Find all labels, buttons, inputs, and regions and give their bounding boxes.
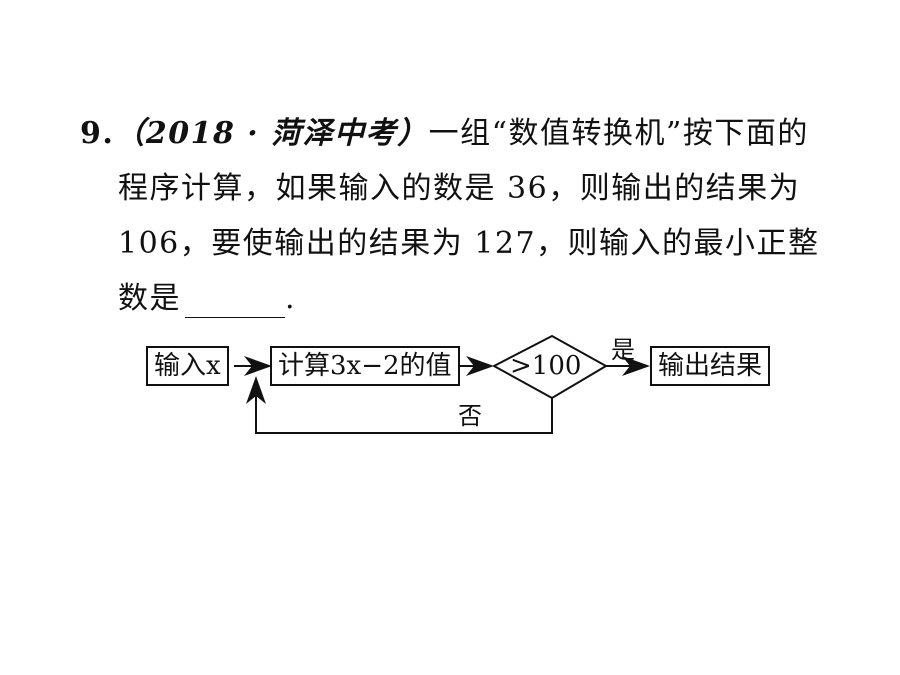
problem-line-4: 数是. [118, 280, 296, 318]
problem-source: （2018 · 菏泽中考） [114, 116, 429, 151]
loop-back-line [246, 376, 553, 434]
answer-blank[interactable] [185, 287, 285, 318]
output-box-label: 输出结果 [658, 351, 763, 381]
compute-box-label: 计算3x−2的值 [278, 351, 452, 381]
problem-line-1: 9.（2018 · 菏泽中考）一组“数值转换机”按下面的 [80, 115, 809, 153]
problem-line-4-end: . [285, 281, 297, 316]
yes-label: 是 [611, 336, 635, 364]
output-box: 输出结果 [650, 346, 771, 386]
problem-line-3: 106，要使输出的结果为 127，则输入的最小正整 [118, 226, 820, 261]
flowchart: 输入x 计算3x−2的值 >100 是 否 输出结果 [0, 330, 900, 450]
problem-text: 9.（2018 · 菏泽中考）一组“数值转换机”按下面的 程序计算，如果输入的数… [80, 115, 820, 318]
flowchart-connectors [234, 334, 650, 434]
problem-line-2: 程序计算，如果输入的数是 36，则输出的结果为 [118, 171, 801, 206]
condition-label: >100 [510, 351, 582, 381]
problem-line-1-text: 一组“数值转换机”按下面的 [428, 116, 809, 151]
problem-number: 9. [80, 116, 115, 151]
no-label: 否 [458, 402, 482, 430]
input-box: 输入x [146, 346, 229, 386]
problem-line-4-text: 数是 [118, 281, 181, 316]
compute-box: 计算3x−2的值 [270, 346, 460, 386]
input-box-label: 输入x [154, 351, 221, 381]
